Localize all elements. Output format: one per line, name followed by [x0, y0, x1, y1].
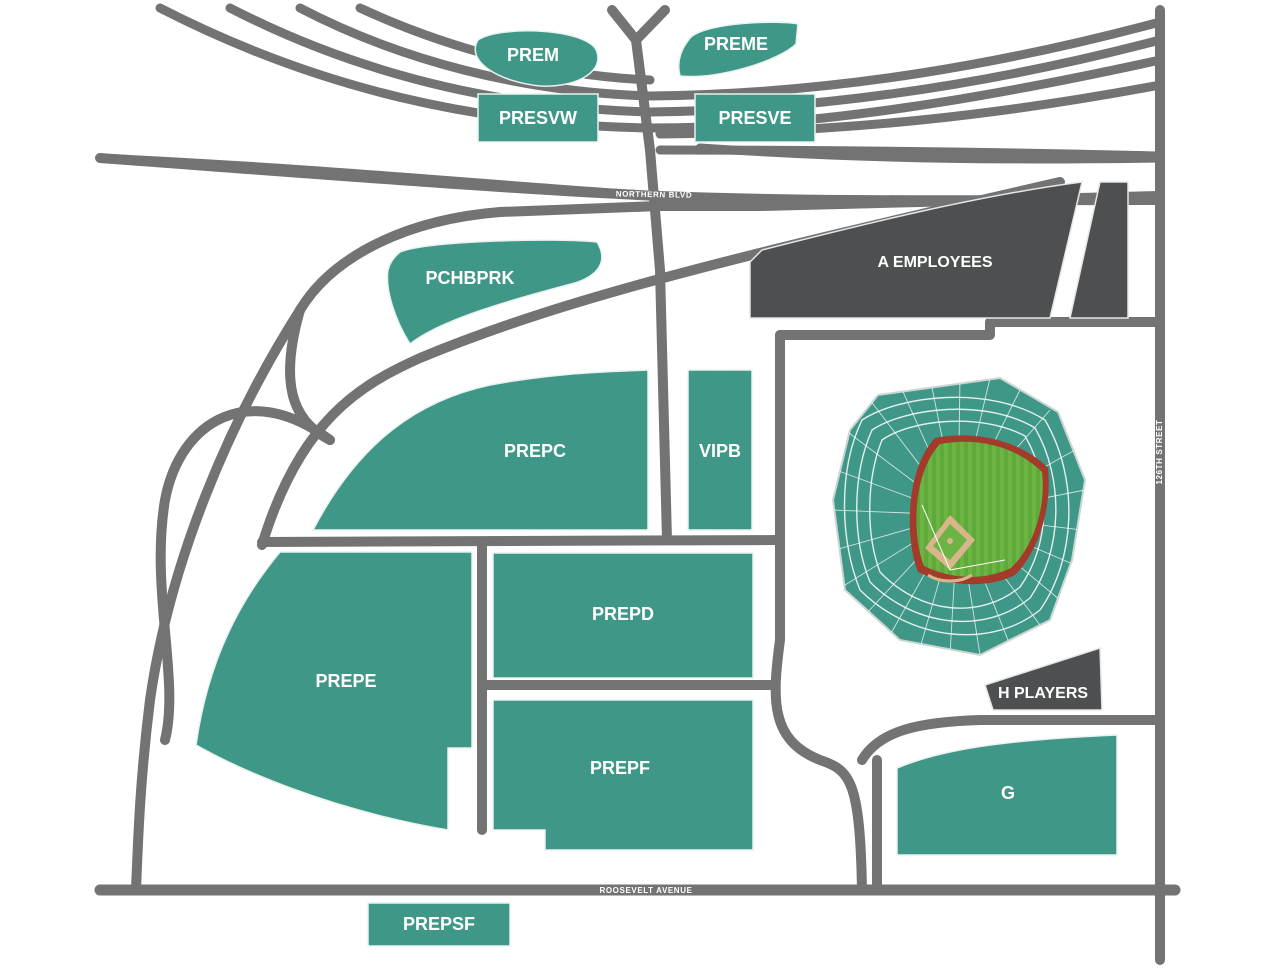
lot-g[interactable]: G [896, 734, 1118, 856]
lot-pchbprk[interactable]: PCHBPRK [386, 239, 603, 346]
road-shea-road-lower [131, 305, 305, 895]
lot-label-prepd: PREPD [592, 604, 654, 624]
road-label-northern-blvd: NORTHERN BLVD [616, 189, 693, 199]
foul-lines [921, 504, 1006, 571]
pitchers-mound [947, 538, 953, 544]
home-plate-area [927, 573, 973, 583]
road-stadium-west [770, 330, 867, 895]
road-loop-west [155, 406, 335, 745]
lot-prepe[interactable]: PREPE [195, 551, 473, 831]
road-label-126th-street: 126TH STREET [1155, 420, 1164, 485]
lot-label-preme: PREME [704, 34, 768, 54]
lot-label-prepsf: PREPSF [403, 914, 475, 934]
lot-prepd[interactable]: PREPD [492, 552, 754, 679]
road-middle [257, 535, 785, 547]
lot-label-prepf: PREPF [590, 758, 650, 778]
lot-label-prem: PREM [507, 45, 559, 65]
road-stadium-north [775, 317, 1165, 340]
road-label-roosevelt-avenue: ROOSEVELT AVENUE [599, 886, 692, 895]
lot-label-pchbprk: PCHBPRK [425, 268, 514, 288]
lot-label-a-employees: A EMPLOYEES [878, 254, 993, 271]
road-label-shea-road-lower: SHEA ROAD [230, 518, 258, 571]
lot-label-prepc: PREPC [504, 441, 566, 461]
stadium[interactable] [831, 376, 1087, 657]
lot-label-presve: PRESVE [718, 108, 791, 128]
lot-presve[interactable]: PRESVE [694, 93, 816, 143]
road-shea-upper-a [295, 191, 1165, 315]
lot-label-prepe: PREPE [315, 671, 376, 691]
lot-prepsf[interactable]: PREPSF [367, 902, 511, 947]
lot-label-presvw: PRESVW [499, 108, 577, 128]
road-stadium-south [857, 715, 1165, 765]
lot-prepc[interactable]: PREPC [311, 369, 649, 531]
lot-a-employees[interactable]: A EMPLOYEES [749, 181, 1129, 319]
lot-presvw[interactable]: PRESVW [477, 93, 599, 143]
lot-h-players[interactable]: H PLAYERS [984, 646, 1103, 711]
road-junction [607, 5, 670, 45]
lot-prem[interactable]: PREM [474, 30, 599, 87]
lot-prepf[interactable]: PREPF [492, 699, 754, 851]
lot-vipb[interactable]: VIPB [687, 369, 753, 531]
lot-preme[interactable]: PREME [678, 21, 799, 78]
lot-label-vipb: VIPB [699, 441, 741, 461]
lot-label-g: G [1001, 783, 1015, 803]
lot-label-h-players: H PLAYERS [998, 685, 1088, 702]
